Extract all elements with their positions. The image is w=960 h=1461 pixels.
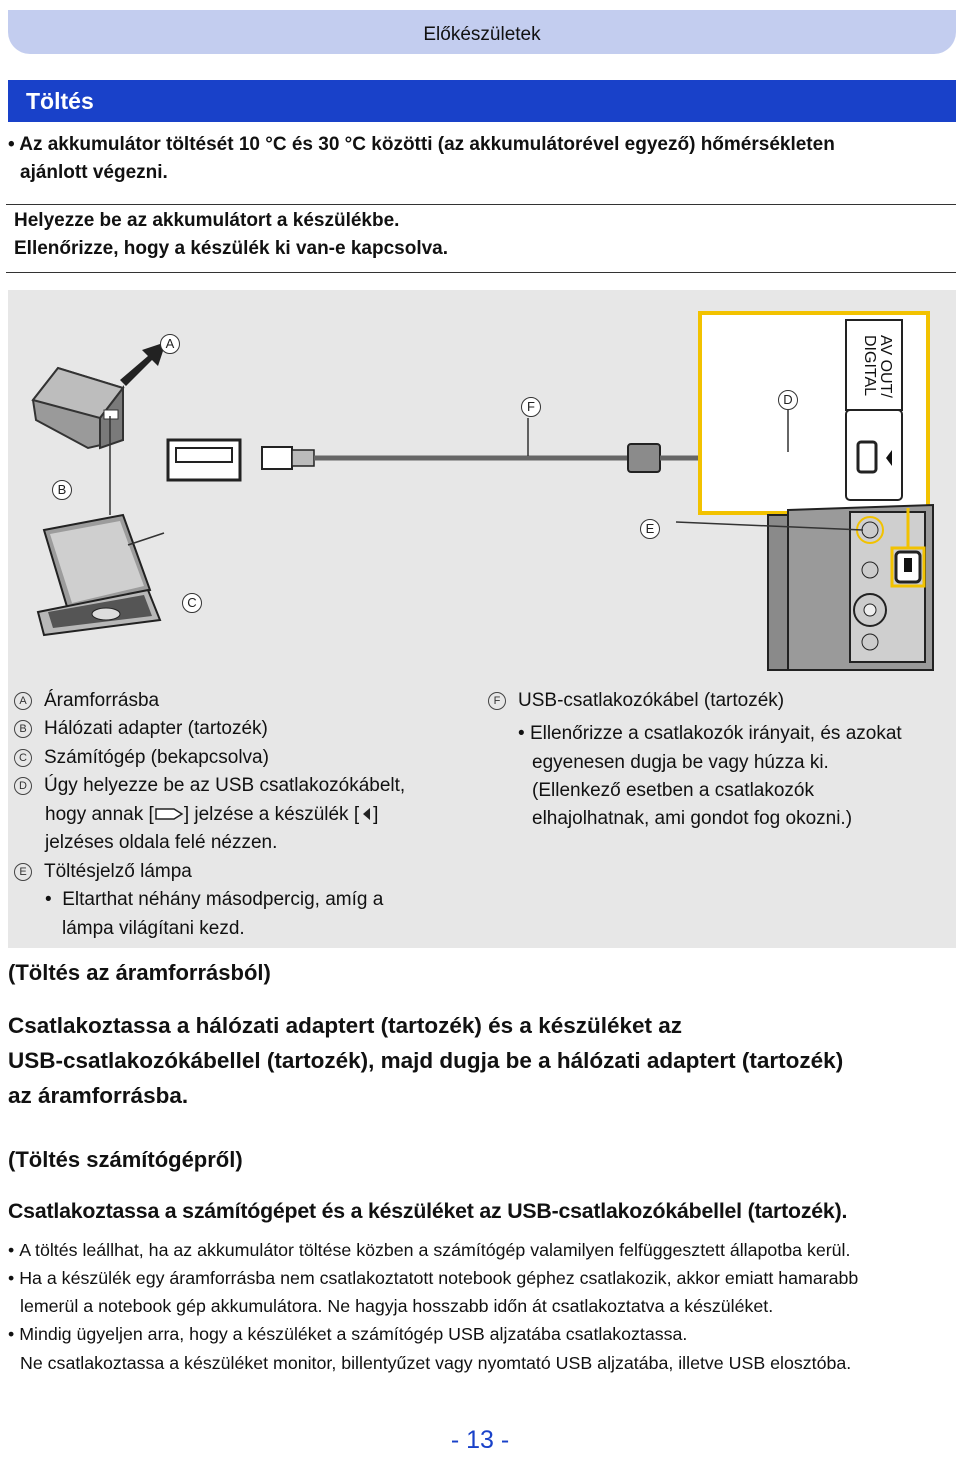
laptop-icon [36, 513, 162, 637]
connection-diagram-svg: AV OUT/ DIGITAL [31, 311, 934, 671]
marker-c: C [182, 593, 202, 613]
step-line-1: Helyezze be az akkumulátort a készülékbe… [14, 210, 400, 231]
legend-f-note-1: • Ellenőrizze a csatlakozók irányait, és… [518, 723, 902, 744]
section-title: Töltés [26, 88, 94, 114]
note-3: • Mindig ügyeljen arra, hogy a készüléke… [8, 1324, 688, 1344]
section-header-tab: Előkészületek [8, 10, 956, 54]
legend-e-note-2: lámpa világítani kezd. [62, 918, 245, 939]
camera-icon [767, 503, 934, 671]
legend-marker-c: C [14, 749, 32, 767]
legend-d-line-3: jelzéses oldala felé nézzen. [45, 832, 278, 853]
section2-instruction: Csatlakoztassa a számítógépet és a készü… [8, 1199, 848, 1223]
legend-marker-a: A [14, 692, 32, 710]
port-label-1: AV OUT/ [877, 335, 894, 398]
step-box [6, 204, 956, 273]
step-line-2: Ellenőrizze, hogy a készülék ki van-e ka… [14, 238, 449, 259]
cable-mark-icon [154, 803, 184, 820]
marker-b: B [52, 480, 72, 500]
note-2: • Ha a készülék egy áramforrásba nem csa… [8, 1268, 859, 1288]
intro-text-2: ajánlott végezni. [20, 162, 168, 183]
marker-f: F [521, 397, 541, 417]
legend-f-note-2: egyenesen dugja be vagy húzza ki. [532, 752, 829, 773]
legend-marker-e: E [14, 863, 32, 881]
ac-adapter-icon [31, 366, 125, 450]
legend-marker-b: B [14, 720, 32, 738]
note-3-cont: Ne csatlakoztassa a készüléket monitor, … [20, 1353, 852, 1373]
section1-line-1: Csatlakoztassa a hálózati adaptert (tart… [8, 1013, 683, 1038]
note-1: • A töltés leállhat, ha az akkumulátor t… [8, 1240, 851, 1260]
bullet-glyph: • [8, 134, 15, 155]
legend-e-note-1: • Eltarthat néhány másodpercig, amíg a [45, 889, 384, 910]
section1-line-2: USB-csatlakozókábellel (tartozék), majd … [8, 1048, 844, 1073]
section-header-label: Előkészületek [423, 24, 541, 45]
note-2-cont: lemerül a notebook gép akkumulátora. Ne … [20, 1296, 774, 1316]
legend-marker-d: D [14, 777, 32, 795]
section2-heading: (Töltés számítógépről) [8, 1147, 243, 1172]
legend-f-note-3: (Ellenkező esetben a csatlakozók [532, 780, 814, 801]
intro-bullet-line-1: • Az akkumulátor töltését 10 °C és 30 °C… [8, 131, 835, 159]
legend-f-note-4: elhajolhatnak, ami gondot fog okozni.) [532, 808, 853, 829]
page-number: - 13 - [450, 1426, 510, 1454]
intro-text-1: Az akkumulátor töltését 10 °C és 30 °C k… [19, 134, 835, 155]
arrow-to-outlet-icon [120, 342, 166, 386]
usb-port-icon [166, 438, 242, 482]
legend-marker-f: F [488, 692, 506, 710]
marker-e: E [640, 519, 660, 539]
legend-d-line-2: hogy annak [] jelzése a készülék [] [45, 803, 379, 825]
section-title-banner: Töltés [8, 80, 956, 122]
marker-d: D [778, 390, 798, 410]
section1-heading: (Töltés az áramforrásból) [8, 960, 271, 985]
port-label-2: DIGITAL [861, 335, 878, 396]
marker-a: A [160, 334, 180, 354]
section1-line-3: az áramforrásba. [8, 1083, 189, 1108]
camera-mark-icon [359, 803, 373, 820]
